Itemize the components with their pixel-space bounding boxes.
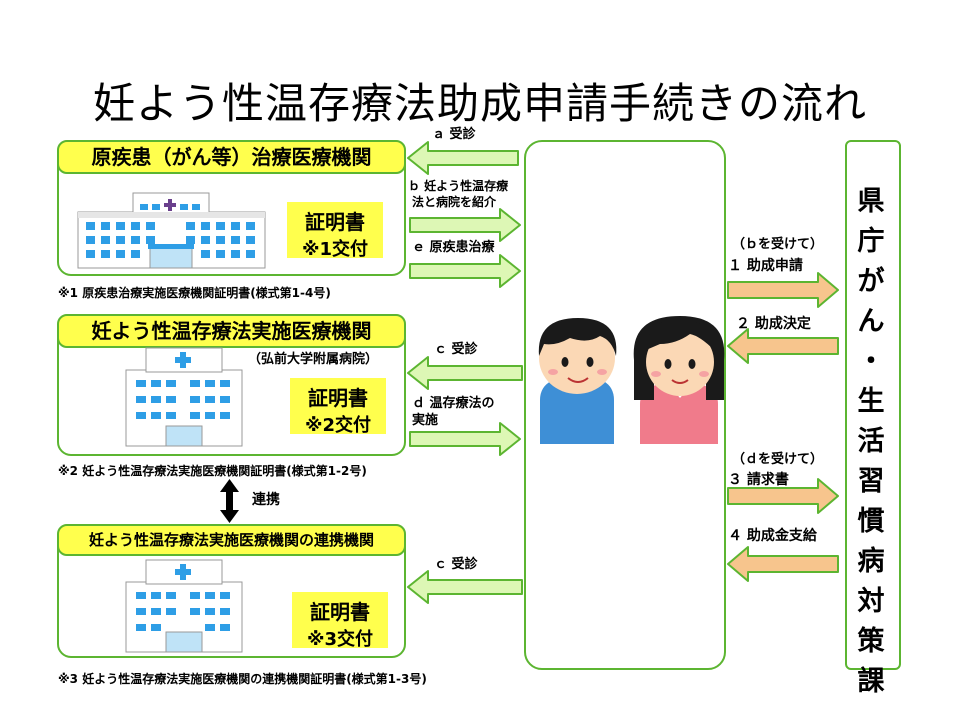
flow-a-label: ａ 受診: [432, 127, 476, 143]
flow-b-label-line1: ｂ 妊よう性温存療: [408, 178, 508, 194]
step3-label: ３ 請求書: [728, 472, 789, 488]
flow-e-label: ｅ 原疾患治療: [412, 240, 495, 256]
flow-b-label-line2: 法と病院を紹介: [412, 194, 496, 210]
prefecture-name-char: 習: [845, 462, 897, 502]
prefecture-name-char: 策: [845, 622, 897, 662]
step2-arrow: [728, 329, 838, 363]
implementing-hospital-name: （弘前大学附属病院）: [248, 352, 378, 368]
partner-certificate-badge: 証明書 ※3交付: [292, 592, 388, 648]
partner-institution-heading: 妊よう性温存療法実施医療機関の連携機関: [57, 524, 406, 556]
condition-b-label: （ｂを受けて）: [732, 237, 823, 253]
flow-b-arrow: [410, 209, 520, 241]
prefecture-name-char: 対: [845, 582, 897, 622]
certificate-issue-label: ※2交付: [290, 411, 386, 437]
prefecture-name-char: が: [845, 262, 897, 302]
partner-certificate-note: ※3 妊よう性温存療法実施医療機関の連携機関証明書(様式第1-3号): [58, 670, 427, 687]
certificate-label: 証明書: [292, 592, 388, 625]
step2-label: ２ 助成決定: [736, 316, 811, 332]
implementing-certificate-note: ※2 妊よう性温存療法実施医療機関証明書(様式第1-2号): [58, 462, 367, 479]
flow-c1-label: ｃ 受診: [434, 342, 478, 358]
flow-a-arrow: [408, 142, 518, 174]
primary-certificate-badge: 証明書 ※1交付: [287, 202, 383, 258]
flow-c2-arrow: [408, 571, 522, 603]
step1-label: １ 助成申請: [728, 258, 803, 274]
flow-e-arrow: [410, 255, 520, 287]
prefecture-name-char: 生: [845, 382, 897, 422]
prefecture-name-char: 県: [845, 182, 897, 222]
certificate-label: 証明書: [287, 202, 383, 235]
prefecture-name-char: ん: [845, 302, 897, 342]
implementing-institution-heading: 妊よう性温存療法実施医療機関: [57, 314, 406, 348]
flow-d-label-line2: 実施: [412, 413, 438, 429]
primary-institution-heading: 原疾患（がん等）治療医療機関: [57, 140, 406, 174]
certificate-issue-label: ※1交付: [287, 235, 383, 261]
flow-d-label-line1: ｄ 温存療法の: [412, 396, 495, 412]
prefecture-name-char: 慣: [845, 502, 897, 542]
page-title: 妊よう性温存療法助成申請手続きの流れ: [0, 70, 960, 131]
certificate-label: 証明書: [290, 378, 386, 411]
prefecture-name-char: 病: [845, 542, 897, 582]
prefecture-name-char: 課: [845, 662, 897, 702]
step4-arrow: [728, 547, 838, 581]
implementing-certificate-badge: 証明書 ※2交付: [290, 378, 386, 434]
step1-arrow: [728, 273, 838, 307]
link-double-arrow: [220, 479, 239, 523]
patient-box: [524, 140, 726, 670]
condition-d-label: （ｄを受けて）: [732, 452, 823, 468]
prefecture-name-char: 庁: [845, 222, 897, 262]
flow-c2-label: ｃ 受診: [434, 557, 478, 573]
prefecture-office-name: 県庁がん・生活習慣病対策課: [845, 182, 897, 702]
certificate-issue-label: ※3交付: [292, 625, 388, 651]
prefecture-name-char: ・: [845, 342, 897, 382]
prefecture-name-char: 活: [845, 422, 897, 462]
step4-label: ４ 助成金支給: [728, 528, 817, 544]
primary-certificate-note: ※1 原疾患治療実施医療機関証明書(様式第1-4号): [58, 284, 331, 301]
link-label: 連携: [252, 492, 280, 508]
flow-c1-arrow: [408, 357, 522, 389]
